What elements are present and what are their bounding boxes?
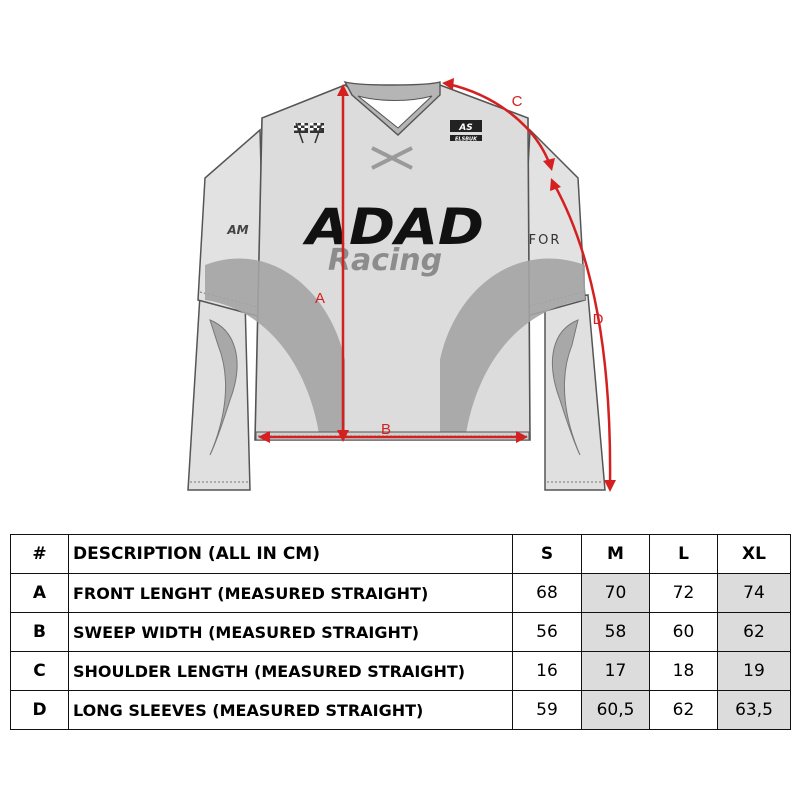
header-size-s: S [512,534,582,574]
header-key: # [10,534,69,574]
left-body-swoosh [205,258,345,440]
row-description: LONG SLEEVES (MEASURED STRAIGHT) [68,690,513,730]
value-l: 60 [649,612,718,652]
row-description: SWEEP WIDTH (MEASURED STRAIGHT) [68,612,513,652]
checkered-flags-icon [294,122,324,144]
front-print-text: ADAD [302,198,484,256]
dimension-a-label: A [315,290,325,307]
chest-badge [450,120,482,132]
size-chart-table: # DESCRIPTION (ALL IN CM) S M L XL A FRO… [10,534,791,730]
header-size-xl: XL [717,534,791,574]
table-row: C SHOULDER LENGTH (MEASURED STRAIGHT) 16… [10,651,791,691]
right-body-swoosh [440,258,585,440]
left-sleeve-print: AM [226,223,248,237]
value-s: 68 [512,573,582,613]
value-m: 60,5 [581,690,650,730]
right-sleeve-stripe [551,319,581,456]
right-sleeve-print: FOR [529,233,562,248]
value-xl: 74 [717,573,791,613]
value-m: 58 [581,612,650,652]
badge-top-text: AS [458,123,472,133]
value-m: 70 [581,573,650,613]
header-size-l: L [649,534,718,574]
dimension-d-label: D [593,311,604,328]
chest-x-logo [371,146,413,170]
badge-bottom-text: ELSBUK [455,137,478,143]
value-m: 17 [581,651,650,691]
table-row: B SWEEP WIDTH (MEASURED STRAIGHT) 56 58 … [10,612,791,652]
row-description: SHOULDER LENGTH (MEASURED STRAIGHT) [68,651,513,691]
row-description: FRONT LENGHT (MEASURED STRAIGHT) [68,573,513,613]
jersey-illustration: AS ELSBUK ADAD Racing AM FOR A B C D [187,78,616,492]
dimension-b-label: B [381,421,391,438]
table-row: D LONG SLEEVES (MEASURED STRAIGHT) 59 60… [10,690,791,730]
header-size-m: M [581,534,650,574]
dimension-b-line [258,431,528,443]
header-description: DESCRIPTION (ALL IN CM) [68,534,513,574]
value-s: 59 [512,690,582,730]
row-key: D [10,690,69,730]
dimension-d-line [550,178,616,492]
table-row: A FRONT LENGHT (MEASURED STRAIGHT) 68 70… [10,573,791,613]
row-key: C [10,651,69,691]
dimension-c-label: C [512,93,523,110]
row-key: B [10,612,69,652]
value-s: 16 [512,651,582,691]
row-key: A [10,573,69,613]
value-xl: 63,5 [717,690,791,730]
value-l: 72 [649,573,718,613]
left-sleeve-stripe [209,319,238,456]
value-s: 56 [512,612,582,652]
dimension-c-line [442,78,555,171]
table-header-row: # DESCRIPTION (ALL IN CM) S M L XL [10,534,791,574]
value-xl: 19 [717,651,791,691]
value-xl: 62 [717,612,791,652]
value-l: 62 [649,690,718,730]
script-print-text: Racing [328,243,442,278]
value-l: 18 [649,651,718,691]
